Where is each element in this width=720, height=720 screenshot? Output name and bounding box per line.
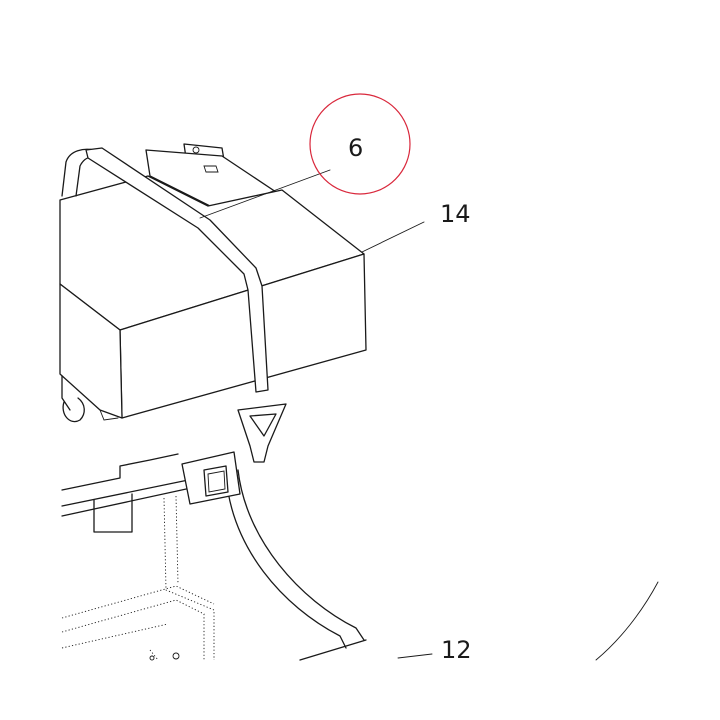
callout-6[interactable]: 6 [348,134,363,162]
leader-lines [199,169,433,659]
callout-6-highlight-circle [309,93,411,195]
leader-line-6 [199,169,331,219]
leader-line-12 [397,653,433,659]
callout-12[interactable]: 12 [441,636,472,664]
callout-14[interactable]: 14 [440,200,471,228]
housing-bracket-part-12 [61,451,659,661]
leader-line-14 [361,221,425,253]
box-part-14 [59,143,367,423]
strap-part-6 [61,147,287,463]
